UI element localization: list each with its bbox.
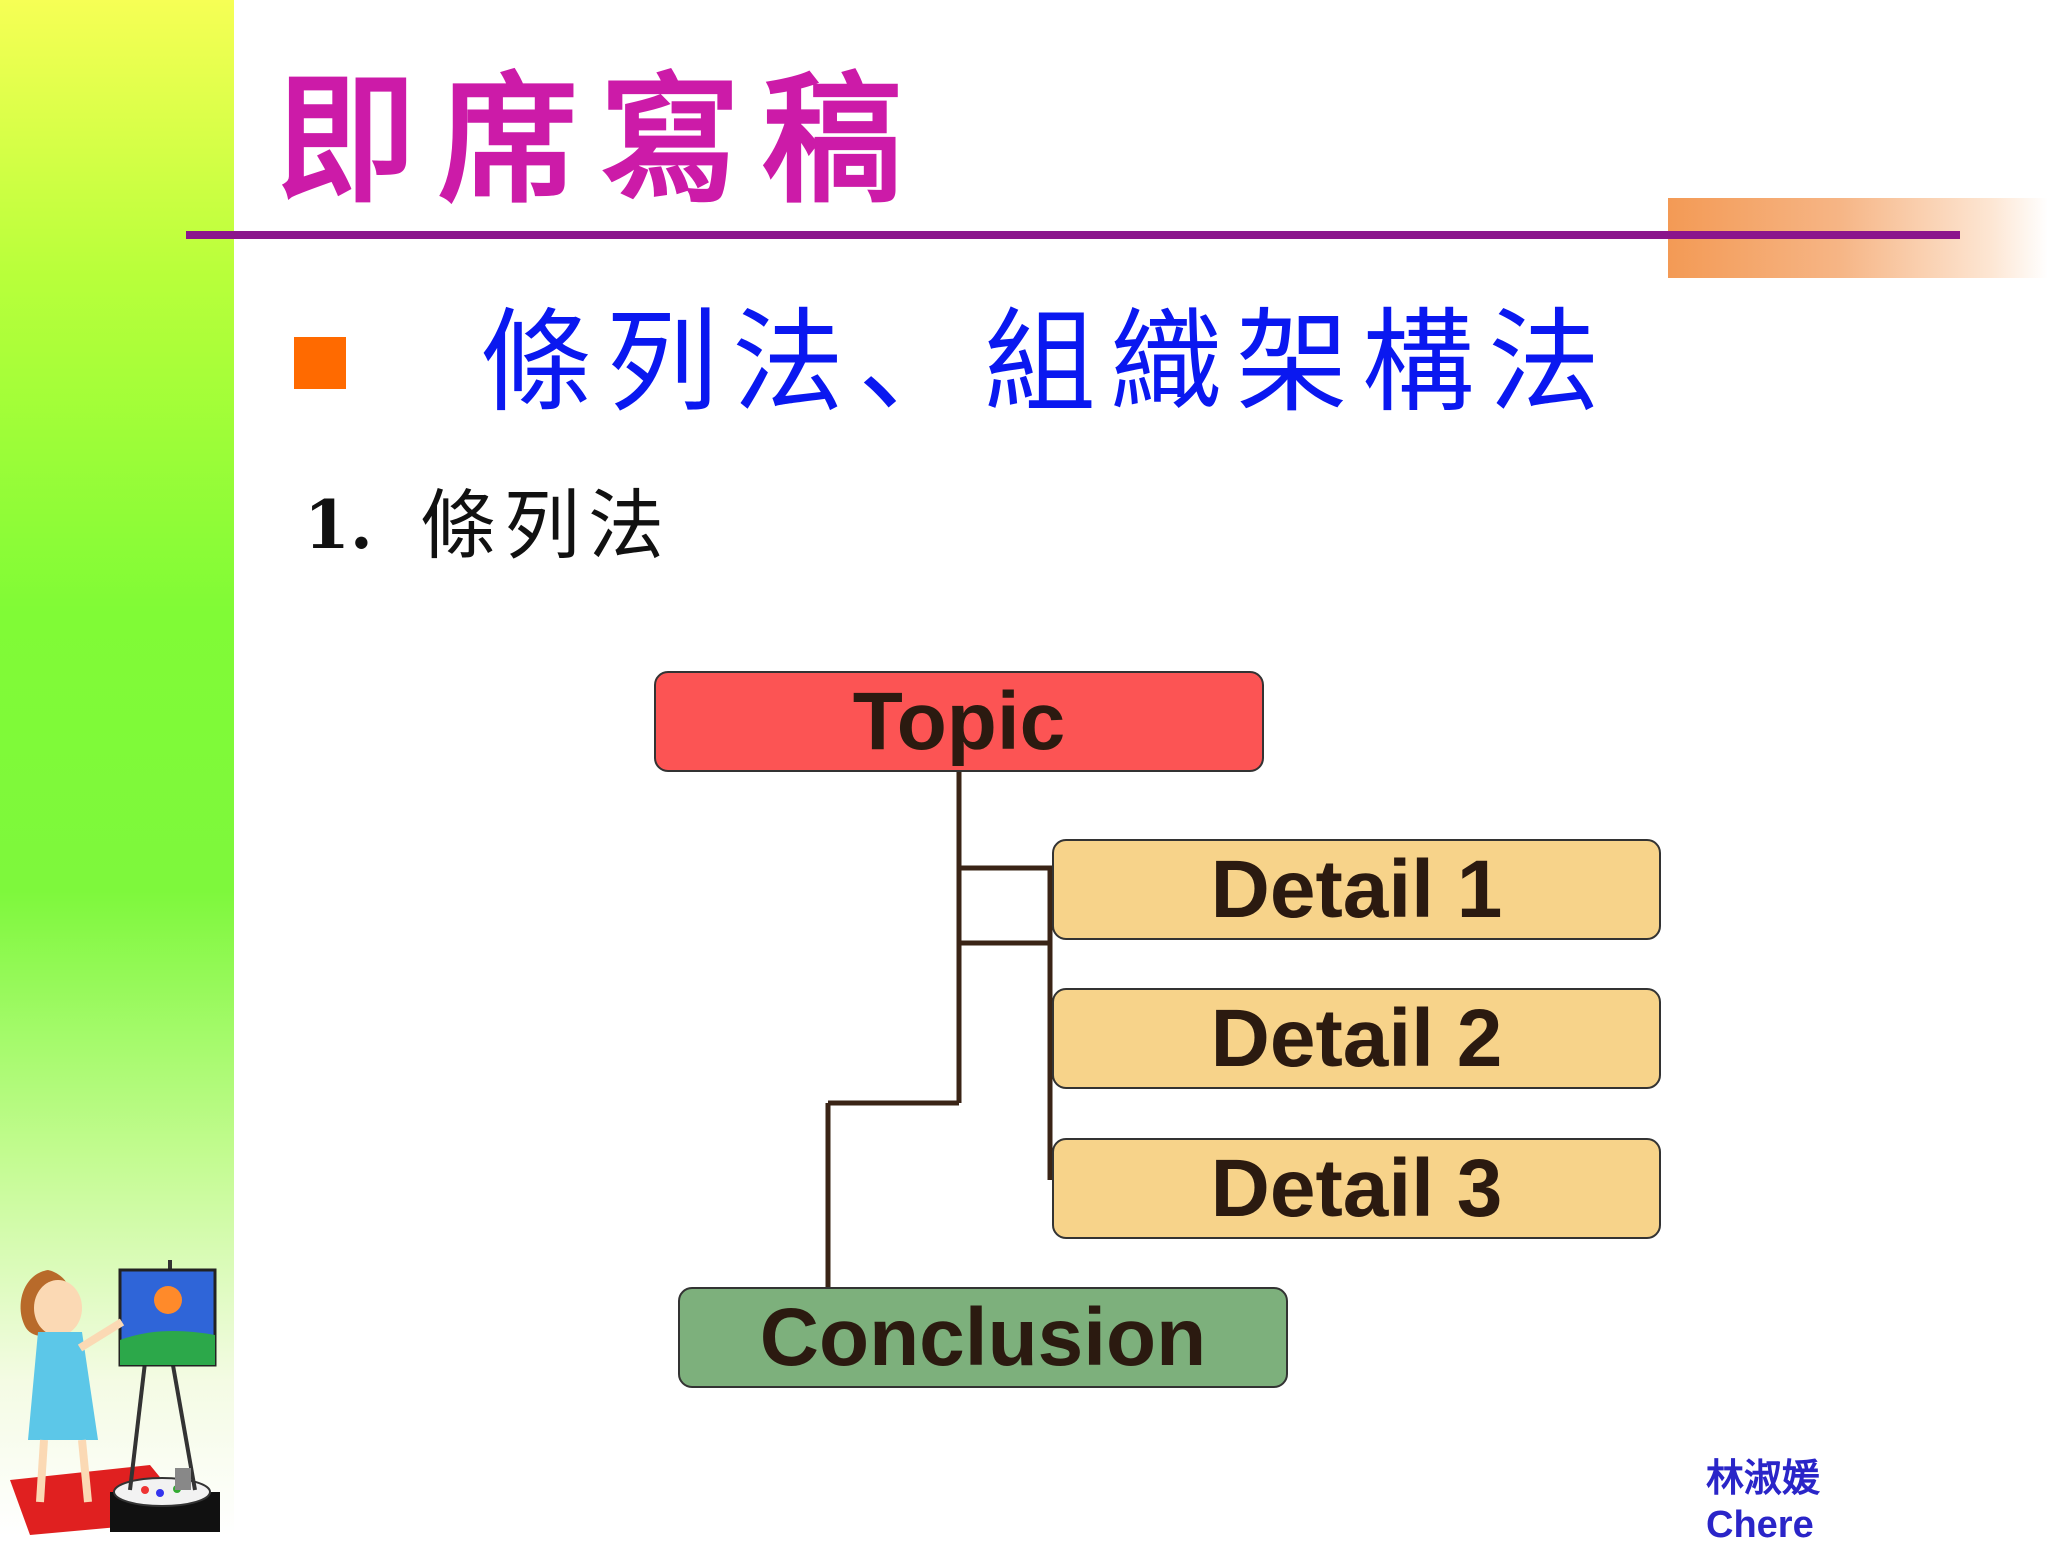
topic-box: Topic (654, 671, 1264, 772)
author-credit: 林淑媛 Chere (1706, 1456, 1820, 1548)
detail-box-2: Detail 2 (1052, 988, 1661, 1089)
detail-box-1: Detail 1 (1052, 839, 1661, 940)
conclusion-box: Conclusion (678, 1287, 1288, 1388)
title-divider (186, 231, 1960, 239)
list-item-label: 條列法 (420, 481, 672, 570)
slide-subtitle: 條列法、組織架構法 (480, 298, 1614, 428)
square-bullet-icon (294, 337, 346, 389)
slide-title: 即席寫稿 (276, 60, 925, 223)
detail-box-3: Detail 3 (1052, 1138, 1661, 1239)
painter-clipart-icon (10, 1260, 220, 1535)
list-item-number: 1. (304, 486, 373, 564)
author-name-cn: 林淑媛 (1706, 1458, 1821, 1500)
author-name-en: Chere (1706, 1504, 1814, 1546)
